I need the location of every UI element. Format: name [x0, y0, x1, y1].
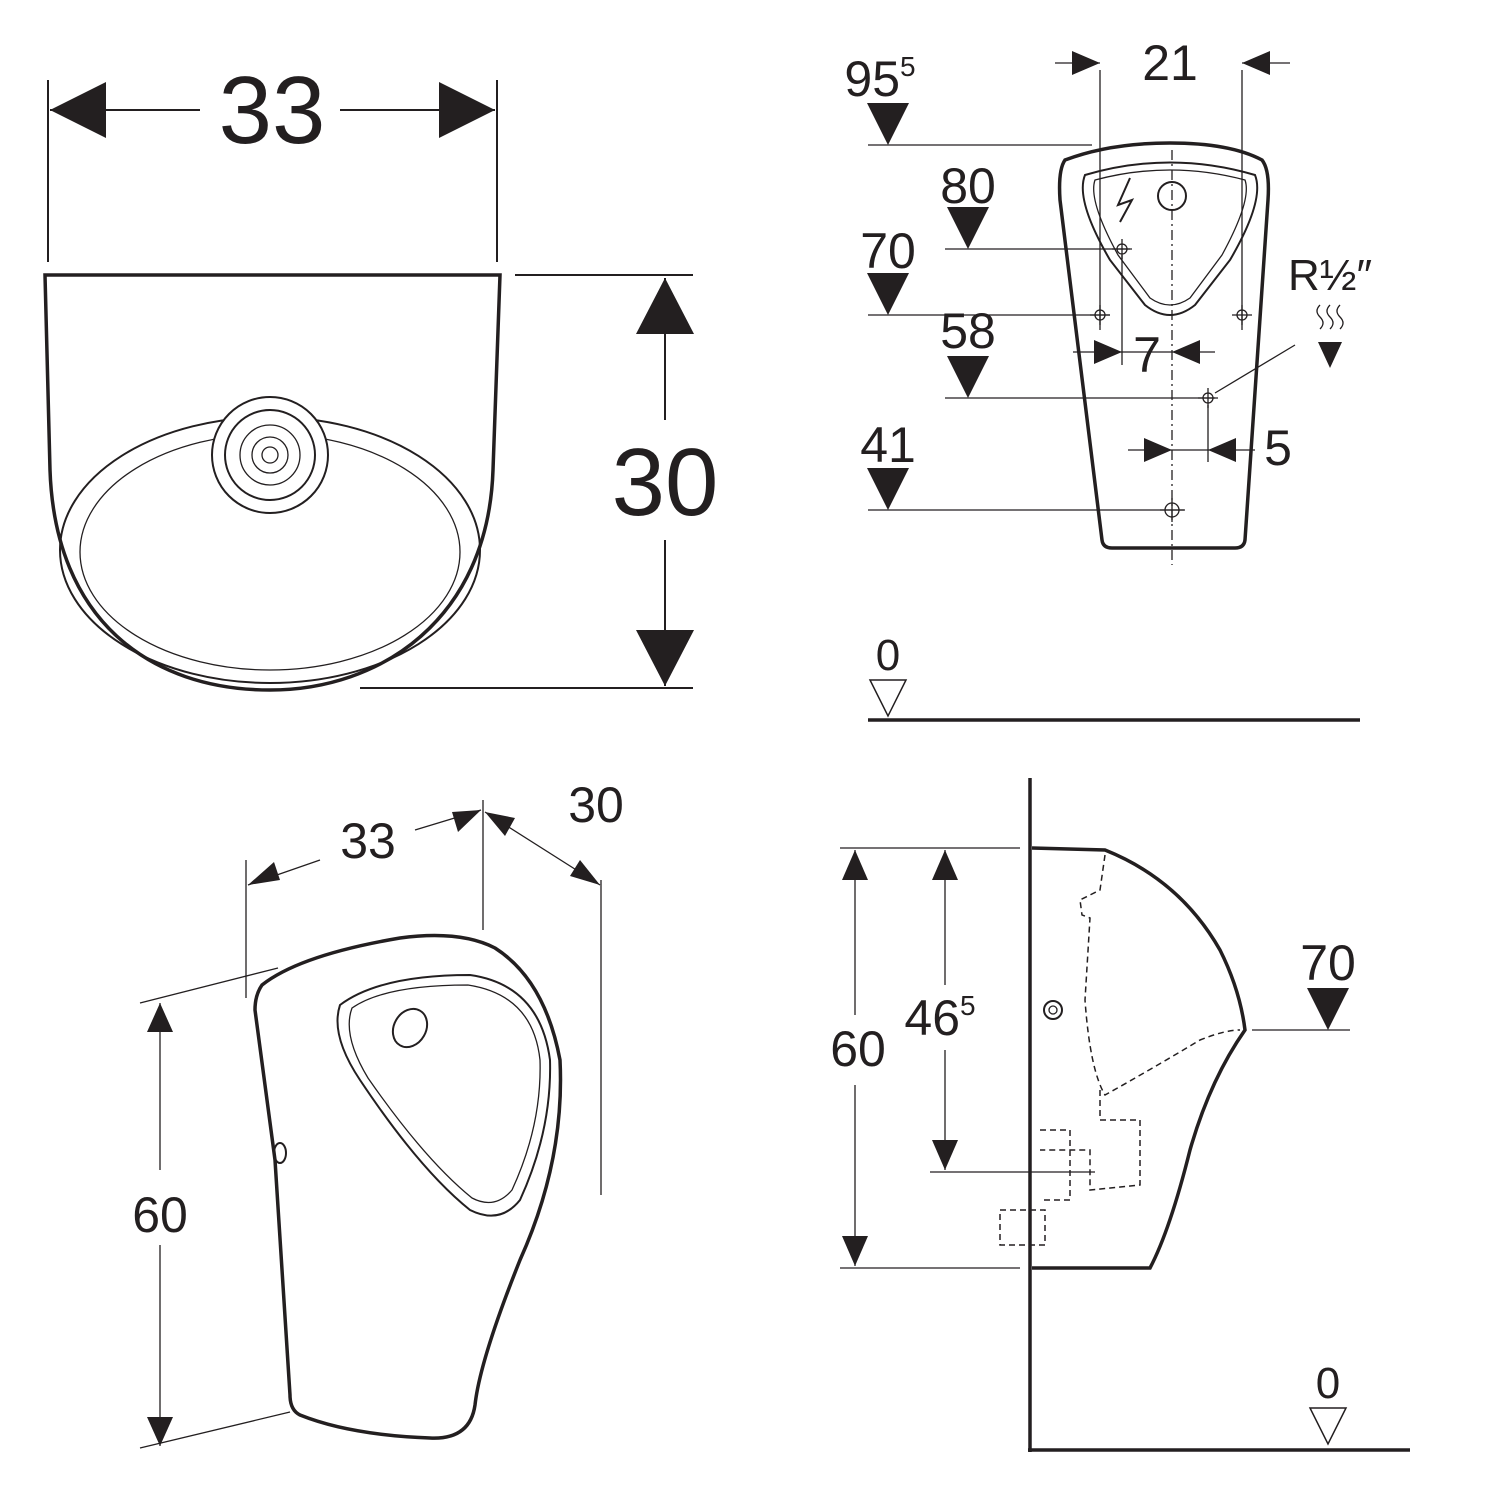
level-41-label: 41	[860, 417, 916, 473]
extension-line	[139, 1411, 291, 1449]
offset-7-label: 7	[1133, 327, 1161, 383]
top-view: 33 30	[43, 57, 719, 692]
urinal-outline	[1031, 846, 1247, 1270]
arrow-icon	[1144, 438, 1172, 462]
level-marker-icon	[947, 356, 989, 398]
extension-line	[139, 967, 279, 1004]
arrow-icon	[485, 812, 515, 836]
fixing-point-icon	[1090, 305, 1110, 325]
floor-marker-icon	[868, 679, 908, 718]
width-label: 33	[219, 57, 326, 164]
arrow-icon	[1242, 51, 1270, 75]
leader-line	[1214, 344, 1296, 394]
iso-width-label: 33	[340, 813, 396, 869]
thread-label: R½″	[1288, 251, 1372, 300]
level-marker-icon	[867, 273, 909, 315]
bowl-opening	[1081, 161, 1259, 316]
arrow-icon	[50, 82, 106, 138]
bowl-hidden-line	[1079, 854, 1241, 1097]
arrow-icon	[842, 1236, 868, 1266]
floor-marker-icon	[1308, 1407, 1348, 1446]
arrow-icon	[636, 278, 694, 334]
inlet-hole-inner	[1048, 1005, 1058, 1015]
bowl-inner	[1093, 169, 1247, 306]
arrow-icon	[1094, 340, 1122, 364]
arrow-icon	[1172, 340, 1200, 364]
arrow-icon	[1208, 438, 1236, 462]
arrow-icon	[932, 1140, 958, 1170]
side-view: 60 465 70 0	[830, 778, 1410, 1452]
urinal-outline	[253, 933, 563, 1440]
level-marker-icon	[867, 468, 909, 510]
arrow-icon	[147, 1003, 173, 1032]
arrow-icon	[636, 630, 694, 686]
level-95-label: 955	[844, 51, 915, 107]
arrow-icon	[248, 862, 280, 885]
electric-bolt-icon	[1116, 177, 1135, 223]
fixing-point-icon	[1232, 305, 1252, 325]
side-height-60-label: 60	[830, 1021, 886, 1077]
arrow-icon	[932, 850, 958, 880]
trap-hidden-line	[999, 1090, 1141, 1246]
urinal-outline	[43, 273, 502, 692]
arrow-icon	[439, 82, 495, 138]
width-21-label: 21	[1142, 35, 1198, 91]
level-58-label: 58	[940, 303, 996, 359]
side-height-46-label: 465	[904, 990, 975, 1046]
level-80-label: 80	[940, 158, 996, 214]
arrow-icon	[147, 1417, 173, 1446]
front-view: 21 955 80 70 58 41 7	[844, 35, 1372, 722]
water-inlet-point-icon	[1198, 388, 1218, 408]
drain-icon	[211, 396, 329, 514]
level-70-label: 70	[860, 223, 916, 279]
urinal-outline	[1057, 141, 1271, 550]
arrow-icon	[1072, 51, 1100, 75]
iso-view: 33 30 60	[132, 777, 624, 1449]
inlet-hole	[391, 1007, 429, 1049]
iso-depth-label: 30	[568, 777, 624, 833]
arrow-icon	[570, 860, 600, 885]
arrow-icon	[452, 810, 481, 832]
offset-5-label: 5	[1264, 420, 1292, 476]
level-marker-icon	[867, 103, 909, 145]
depth-label: 30	[612, 429, 719, 536]
water-supply-icon	[1316, 304, 1344, 368]
inlet-hole	[1043, 1000, 1063, 1020]
bowl-opening	[336, 973, 552, 1217]
side-hole	[273, 1142, 287, 1164]
level-marker-icon	[947, 207, 989, 249]
drain-point-icon	[1160, 498, 1184, 522]
bowl-inner	[348, 984, 541, 1204]
floor-level-label: 0	[876, 631, 900, 680]
side-floor-level-label: 0	[1316, 1359, 1340, 1408]
arrow-icon	[842, 850, 868, 880]
level-marker-icon	[1307, 988, 1349, 1030]
iso-height-label: 60	[132, 1187, 188, 1243]
side-level-70-label: 70	[1300, 935, 1356, 991]
